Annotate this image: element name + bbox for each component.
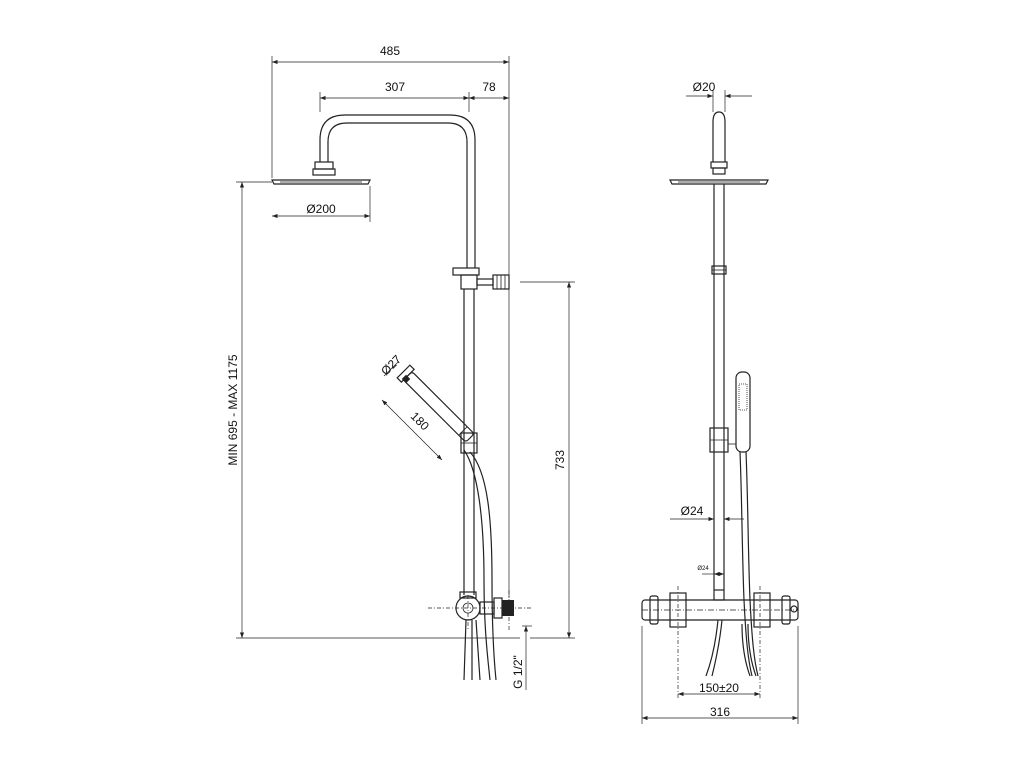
mixer-right-knob (781, 595, 791, 625)
dim-top-tube-diameter: Ø20 (693, 80, 716, 94)
overhead-arm-outer (319, 114, 476, 268)
overhead-arm-inner (327, 122, 468, 268)
side-hose-outer (739, 451, 753, 677)
spray-face-pattern (738, 383, 748, 411)
mixer-inlet (502, 600, 514, 616)
hand-shower-spray-face (401, 374, 411, 384)
dim-offset: 78 (482, 80, 496, 94)
mixer-outlet (713, 589, 725, 601)
upper-slider (460, 274, 478, 290)
front-view: 485 307 78 Ø200 MIN 695 - MAX 1175 Ø27 1… (226, 44, 575, 690)
dim-centers: 150±20 (699, 681, 739, 695)
top-tube (712, 111, 726, 162)
dim-rail-diameter: Ø24 (681, 504, 704, 518)
shower-head (271, 179, 371, 185)
dim-mixer-width: 316 (710, 705, 730, 719)
dim-bar-height: 733 (553, 450, 567, 470)
head-connector-nut (312, 168, 336, 176)
hose-inner (469, 451, 497, 681)
dim-inlet: G 1/2" (511, 655, 525, 689)
hose-outer (463, 449, 491, 681)
upper-bracket (452, 267, 480, 276)
mixer-indicator (790, 605, 798, 613)
dim-rail-diameter-small: Ø24 (697, 566, 709, 572)
dim-arm-length: 307 (385, 80, 405, 94)
dim-height-range: MIN 695 - MAX 1175 (226, 354, 240, 465)
head-connector (314, 161, 334, 170)
side-view: Ø24 Ø20 Ø24 150±20 (641, 80, 799, 724)
side-hose-inner (745, 451, 759, 677)
dim-width-total: 485 (380, 44, 400, 58)
mixer-left-knob (649, 595, 659, 625)
shower-head-side (669, 179, 769, 185)
side-hand-shower (735, 371, 751, 453)
dim-head-diameter: Ø200 (306, 202, 336, 216)
wall-bracket-arm (476, 278, 494, 286)
